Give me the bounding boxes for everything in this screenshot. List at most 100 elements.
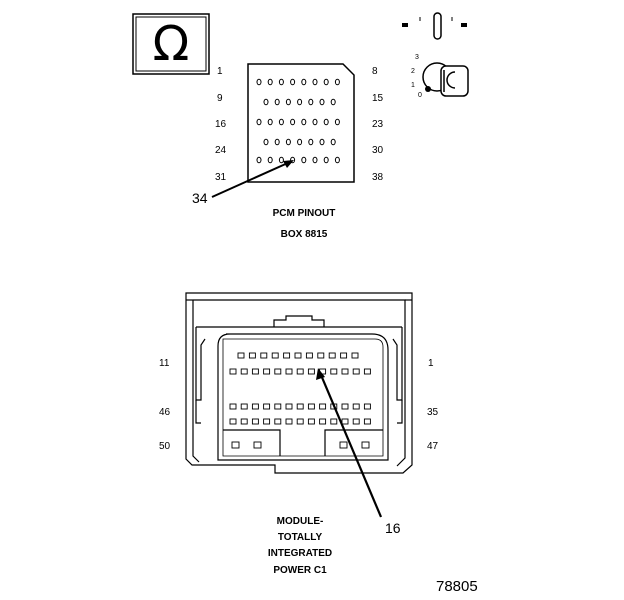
pcm-callout-arrow xyxy=(211,160,294,198)
module-pin xyxy=(341,403,349,410)
key-position-label: 1 xyxy=(411,82,415,89)
module-pin xyxy=(339,441,348,449)
pcm-pin xyxy=(285,98,291,106)
module-pin xyxy=(307,418,315,425)
pcm-callout-number: 34 xyxy=(192,190,208,206)
pcm-pin-label-right: 15 xyxy=(372,93,384,104)
pcm-pin xyxy=(330,98,336,106)
pcm-pin xyxy=(334,118,340,126)
module-pin xyxy=(328,352,336,359)
module-pin xyxy=(307,368,315,375)
pcm-pin-label-left: 16 xyxy=(215,119,227,130)
module-pin xyxy=(263,403,271,410)
module-pin xyxy=(352,368,360,375)
module-pin xyxy=(274,403,282,410)
module-pin xyxy=(231,441,240,449)
pcm-caption-line: BOX 8815 xyxy=(280,229,328,240)
pcm-pin xyxy=(297,98,303,106)
pcm-pin xyxy=(297,138,303,146)
module-pin xyxy=(341,418,349,425)
module-pin xyxy=(263,418,271,425)
module-pin xyxy=(263,368,271,375)
module-pin xyxy=(307,403,315,410)
pcm-pin xyxy=(278,118,284,126)
pcm-pin xyxy=(256,118,262,126)
pcm-pin xyxy=(334,156,340,164)
pcm-pin xyxy=(267,156,273,164)
module-caption-line: MODULE- xyxy=(276,516,324,527)
pcm-pin-grid xyxy=(256,78,340,164)
module-pin xyxy=(271,352,279,359)
pcm-pin xyxy=(263,98,269,106)
module-pin xyxy=(240,403,248,410)
pcm-pin xyxy=(278,78,284,86)
pcm-pin xyxy=(256,78,262,86)
module-connector xyxy=(185,292,413,474)
pcm-pin xyxy=(308,138,314,146)
pcm-pin xyxy=(319,138,325,146)
key-position-label: 2 xyxy=(411,68,415,75)
module-pin xyxy=(248,352,256,359)
pcm-pin-label-right: 23 xyxy=(372,119,384,130)
module-pin-grid xyxy=(229,352,371,449)
module-pin xyxy=(319,403,327,410)
module-pin xyxy=(319,418,327,425)
module-pin xyxy=(317,352,325,359)
module-pin xyxy=(305,352,313,359)
pcm-pin xyxy=(308,98,314,106)
module-pin xyxy=(253,441,262,449)
module-pin xyxy=(251,368,259,375)
module-pin xyxy=(340,352,348,359)
module-pin xyxy=(229,368,237,375)
module-pin-label-right: 47 xyxy=(427,441,439,452)
pcm-pin xyxy=(312,156,318,164)
module-pin xyxy=(274,418,282,425)
pcm-pin-label-left: 31 xyxy=(215,172,227,183)
pcm-pin xyxy=(274,98,280,106)
module-pin xyxy=(251,418,259,425)
module-pin xyxy=(285,368,293,375)
module-pin xyxy=(352,418,360,425)
module-pin-label-right: 1 xyxy=(428,358,434,369)
pcm-connector xyxy=(247,63,355,183)
pcm-pin xyxy=(319,98,325,106)
key-position-label: 0 xyxy=(418,92,422,99)
pcm-pin xyxy=(330,138,336,146)
pcm-pin-label-right: 30 xyxy=(372,145,384,156)
module-pin xyxy=(285,403,293,410)
pcm-caption-line: PCM PINOUT xyxy=(272,208,336,219)
module-pin xyxy=(283,352,291,359)
module-callout-arrow xyxy=(316,368,383,518)
module-pin-label-right: 35 xyxy=(427,407,439,418)
pcm-pin xyxy=(263,138,269,146)
module-pin xyxy=(363,368,371,375)
module-pin xyxy=(296,418,304,425)
module-pin xyxy=(296,368,304,375)
ohmmeter-symbol-icon: Ω xyxy=(132,13,210,75)
pcm-pin xyxy=(323,78,329,86)
pcm-pin-label-right: 38 xyxy=(372,172,384,183)
pcm-pin-label-left: 1 xyxy=(217,66,223,77)
module-pin xyxy=(361,441,370,449)
pcm-pin xyxy=(323,118,329,126)
pcm-pin xyxy=(274,138,280,146)
ignition-key-icon xyxy=(402,12,469,97)
pcm-pin xyxy=(278,156,284,164)
pcm-pin xyxy=(301,78,307,86)
key-position-label: 3 xyxy=(415,54,419,61)
pcm-pin xyxy=(323,156,329,164)
ohm-glyph: Ω xyxy=(153,16,190,72)
module-pin xyxy=(330,418,338,425)
pcm-pin-label-left: 9 xyxy=(217,93,223,104)
module-pin xyxy=(229,403,237,410)
module-pin xyxy=(274,368,282,375)
module-pin-label-left: 46 xyxy=(159,407,171,418)
pcm-pin xyxy=(267,78,273,86)
module-caption-line: POWER C1 xyxy=(273,565,327,576)
pcm-pin xyxy=(301,156,307,164)
module-caption-line: TOTALLY xyxy=(277,532,323,543)
pcm-pin xyxy=(301,118,307,126)
pcm-pin xyxy=(290,118,296,126)
pcm-pin-label-right: 8 xyxy=(372,66,378,77)
figure-number: 78805 xyxy=(436,578,478,595)
